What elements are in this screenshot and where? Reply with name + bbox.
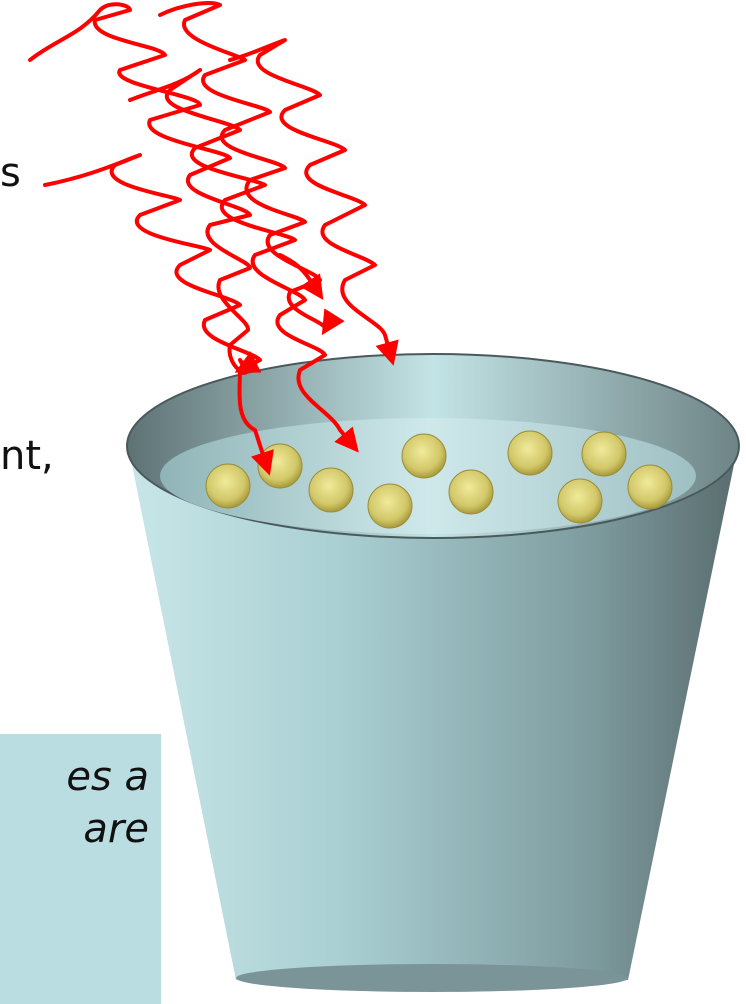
- ball-icon: [558, 479, 602, 523]
- bucket-bottom: [236, 964, 628, 992]
- ball-icon: [309, 468, 353, 512]
- ball-icon: [508, 431, 552, 475]
- ball-icon: [449, 470, 493, 514]
- ball-icon: [368, 484, 412, 528]
- ball-icon: [582, 432, 626, 476]
- ball-icon: [628, 465, 672, 509]
- ball-icon: [402, 434, 446, 478]
- ball-icon: [206, 464, 250, 508]
- wavy-arrow-icon: [45, 155, 260, 370]
